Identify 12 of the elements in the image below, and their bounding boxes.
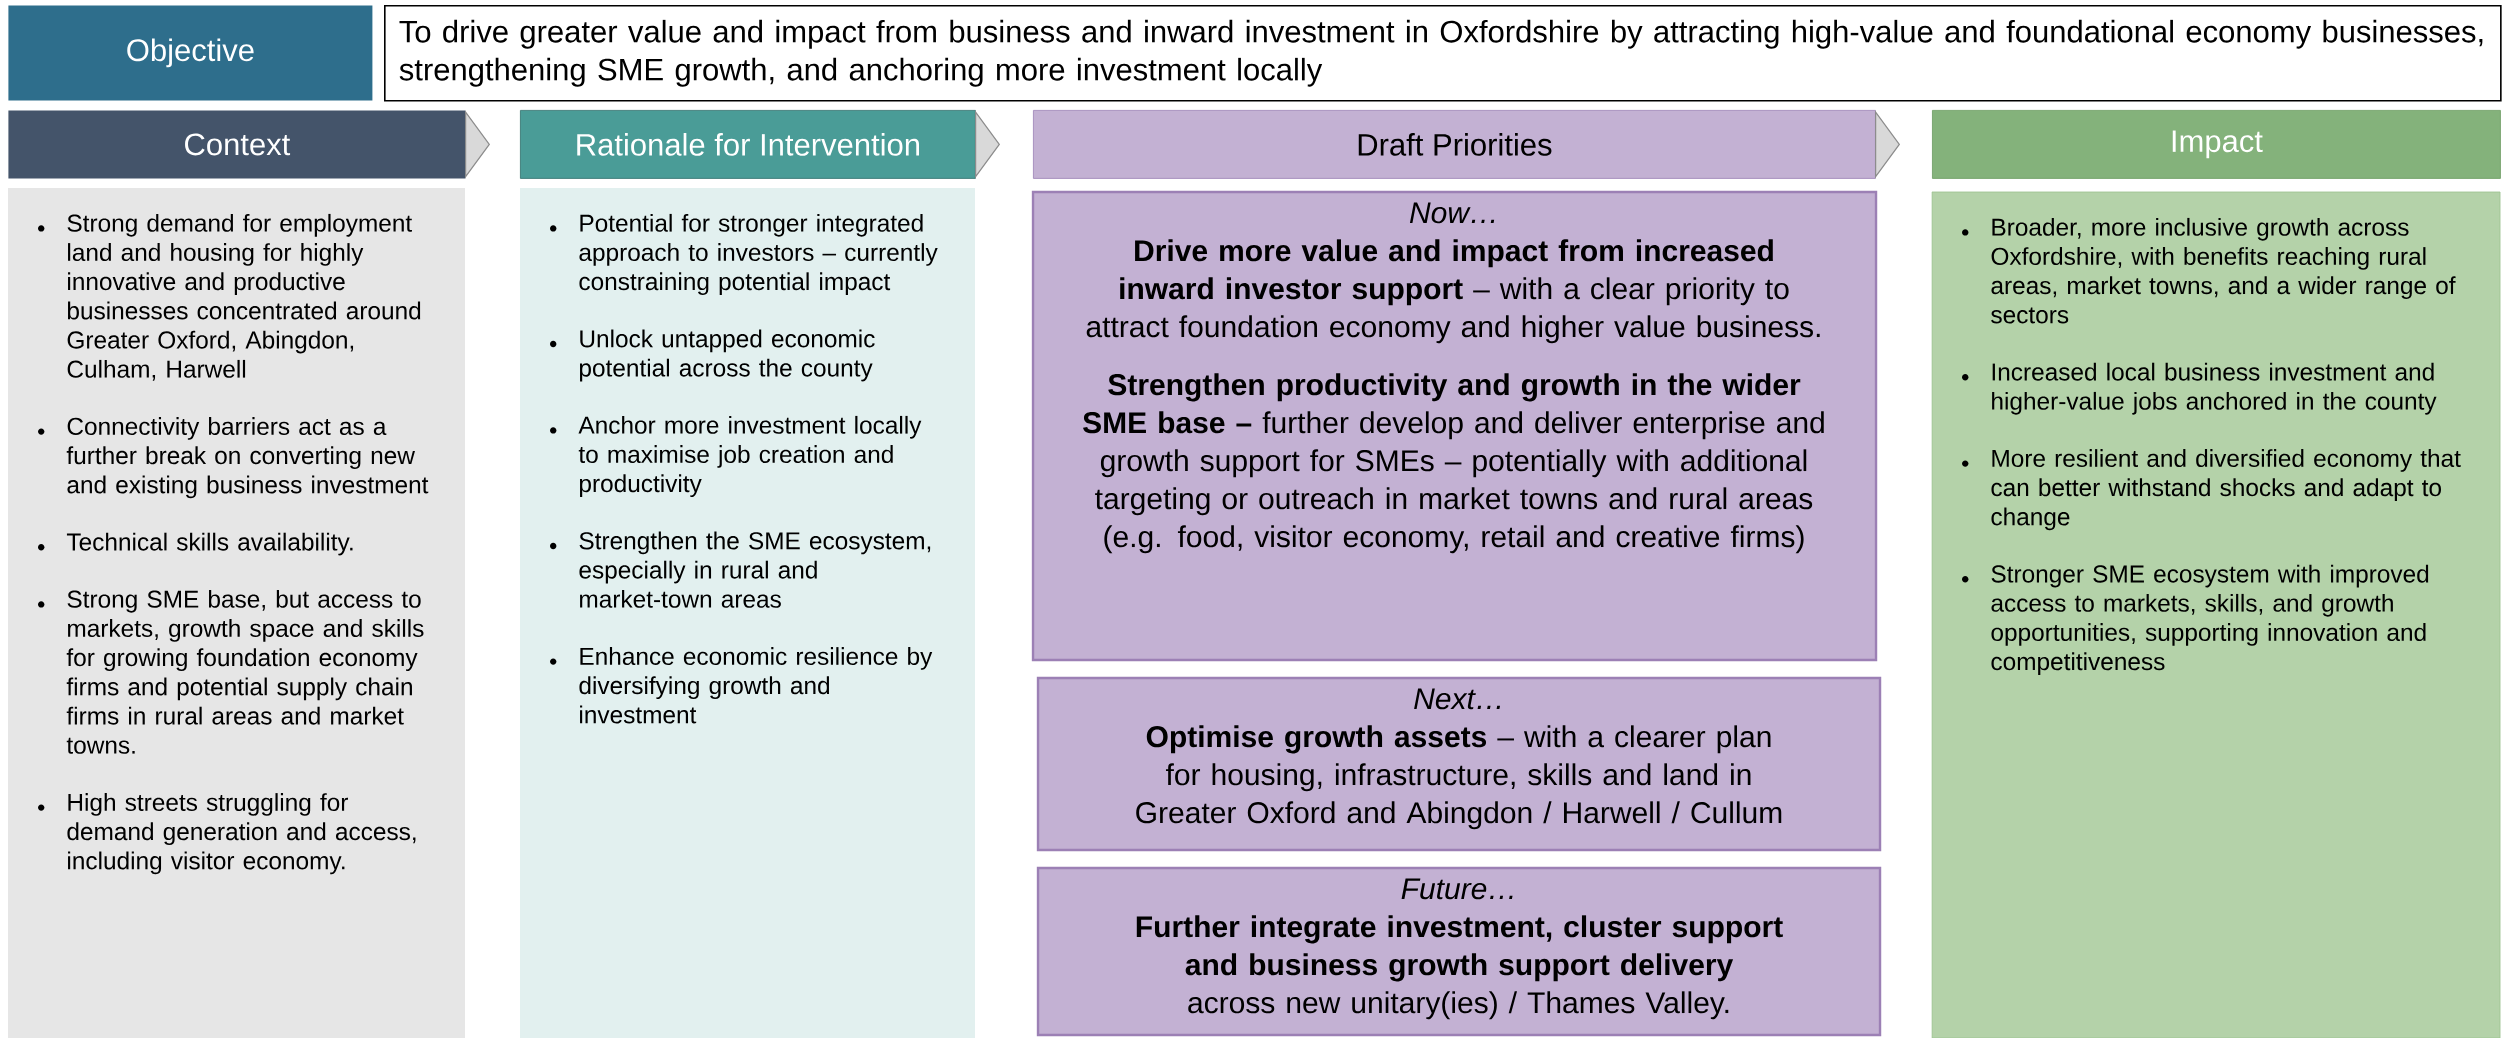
column-header: Rationale for Intervention bbox=[520, 110, 976, 179]
column-header: Draft Priorities bbox=[1033, 110, 1876, 179]
priority-box: Now… Drive more value and impact from increased inward investor support – with a clear priority to attract foundation economy and higher value business. Strengthen productivity and growth in the wider SME base – further develop and deliver enterprise and growth support for SMEs – potentially with additional targeting or outreach in market towns and rural areas (e.g. food, visitor economy, retail and creative firms) bbox=[1031, 190, 1878, 662]
impact-panel: Broader, more inclusive growth across Oxfordshire, with benefits reaching rural areas, market towns, and a wider range of sectors Increased local business investment and higher-value jobs anchored in the county More resilient and diversified economy that can better withstand shocks and adapt to change Stronger SME ecosystem with improved access to markets, skills, and growth opportunities, supporting innovation and competitiveness bbox=[1931, 191, 2501, 1038]
context-panel: Strong demand for employment land and housing for highly innovative and productive businesses concentrated around Greater Oxford, Abingdon, Culham, Harwell Connectivity barriers act as a further break on converting new and existing business investment Technical skills availability. Strong SME base, but access to markets, growth space and skills for growing foundation economy firms and potential supply chain firms in rural areas and market towns. High streets struggling for demand generation and access, including visitor economy. bbox=[8, 188, 465, 1038]
column-header: Impact bbox=[1932, 110, 2501, 179]
priority-box: Next… Optimise growth assets – with a clearer plan for housing, infrastructure, skills and land in Greater Oxford and Abingdon / Harwell / Cullum bbox=[1036, 676, 1882, 852]
objective-box: To drive greater value and impact from business and inward investment in Oxfordshire by attracting high-value and foundational economy businesses, strengthening SME growth, and anchoring more investment locally bbox=[384, 5, 2502, 102]
rationale-panel: Potential for stronger integrated approach to investors – currently constraining potential impact Unlock untapped economic potential across the county Anchor more investment locally to maximise job creation and productivity Strengthen the SME ecosystem, especially in rural and market-town areas Enhance economic resilience by diversifying growth and investment bbox=[520, 188, 975, 1038]
priority-box: Future… Further integrate investment, cluster support and business growth support delivery across new unitary(ies) / Thames Valley. bbox=[1036, 866, 1882, 1037]
column-header: Context bbox=[8, 110, 466, 179]
objective-label: Objective bbox=[8, 5, 373, 101]
